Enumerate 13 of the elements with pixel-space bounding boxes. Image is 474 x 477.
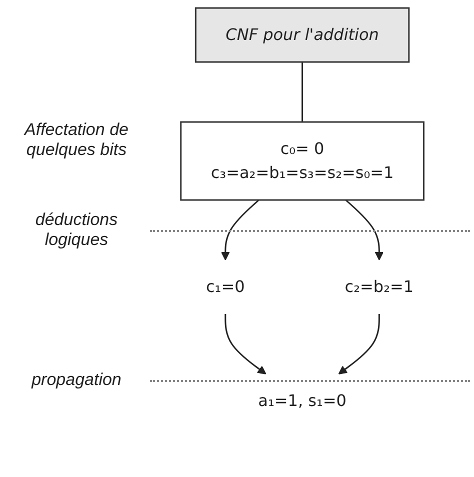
node-box: c₀= 0 c₃=a₂=b₁=s₃=s₂=s₀=1 [180, 121, 425, 201]
arrow [224, 314, 266, 374]
arrow [221, 199, 260, 260]
arrow [338, 314, 380, 374]
side-note: déductions logiques [34, 210, 119, 250]
node-text: c₂=b₂=1 [345, 277, 414, 296]
side-note: propagation [30, 370, 122, 390]
node-box: CNF pour l'addition [195, 7, 410, 63]
side-note: Affectation de quelques bits [22, 120, 130, 160]
node-text: a₁=1, s₁=0 [258, 391, 347, 410]
arrow [345, 199, 384, 260]
connector [302, 62, 304, 122]
node-text: c₁=0 [206, 277, 245, 296]
